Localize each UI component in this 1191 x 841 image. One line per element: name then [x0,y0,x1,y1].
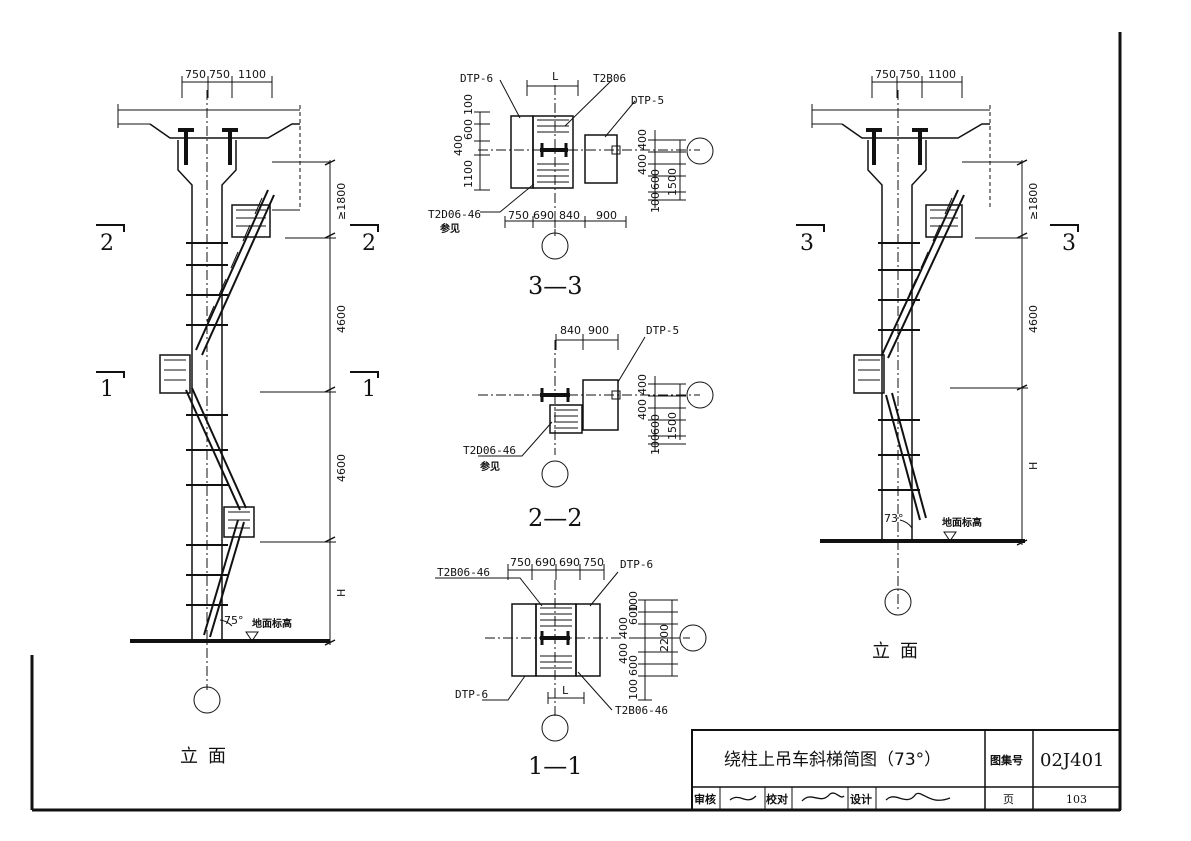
s33-bottom-dim-1: 750 [508,209,529,222]
s11-t2b06-top-label: T2B06-46 [437,566,490,579]
s11-top-dim-4: 750 [583,556,604,569]
section-1-1-text: 750 690 690 750 DTP-6 T2B06-46 DTP-6 L T… [437,556,671,780]
left-height-dim-2: 4600 [335,305,348,333]
s22-t2d06-label: T2D06-46 [463,444,516,457]
right-elevation-caption: 立面 [872,641,928,662]
section-mark-1-right: 1 [362,377,376,402]
check-label: 校对 [766,792,788,806]
s11-right-dim-2: 600 [627,604,640,625]
atlas-no: 02J401 [1040,750,1104,771]
s11-top-dim-3: 690 [559,556,580,569]
right-angle-label: 73° [884,512,904,525]
page-no: 103 [1066,793,1087,806]
s22-top-dim-2: 900 [588,324,609,337]
s11-top-dim-1: 750 [510,556,531,569]
sheet-title: 绕柱上吊车斜梯简图（73°） [724,750,941,770]
s33-left-dim-3: 400 [452,135,465,156]
left-height-dim-1: ≥1800 [335,183,348,220]
s11-top-dim-2: 690 [535,556,556,569]
s33-left-dim-1: 100 [462,94,475,115]
s33-left-dim-4: 1100 [462,160,475,188]
right-height-dim-3: H [1027,462,1040,470]
left-angle-label: 75° [224,614,244,627]
left-elevation [96,76,379,714]
s33-bottom-dim-2: 690 [533,209,554,222]
right-height-dim-2: 4600 [1027,305,1040,333]
s22-right-dim-5: 1500 [666,412,679,440]
s11-right-dim-1: 100 [627,591,640,612]
s22-ref-label: 参见 [480,460,500,473]
review-label: 审核 [694,792,716,806]
s11-l-label: L [562,684,569,697]
s33-dtp6-label: DTP-6 [460,72,493,85]
right-height-dim-1: ≥1800 [1027,183,1040,220]
atlas-no-label: 图集号 [990,753,1023,767]
left-elevation-caption: 立面 [180,746,236,767]
title-block-text: 绕柱上吊车斜梯简图（73°） 图集号 02J401 审核 校对 设计 页 103 [694,750,1104,806]
left-ground-label: 地面标高 [252,617,292,630]
left-top-dim-3: 1100 [238,68,266,81]
section-1-1 [435,564,707,742]
right-elevation [796,76,1079,616]
s22-dtp5-label: DTP-5 [646,324,679,337]
right-top-dim-1: 750 [875,68,896,81]
sheet-frame [30,32,1122,812]
s33-t2d06-label: T2D06-46 [428,208,481,221]
section-mark-2-right: 2 [362,231,376,256]
right-ground-label: 地面标高 [942,516,982,529]
s11-right-dim-3: 400 [617,617,630,638]
section-3-3-text: DTP-6 L T2B06 DTP-5 T2D06-46 参见 750 690 … [428,70,679,300]
right-top-dim-2: 750 [899,68,920,81]
s33-t2b06-label: T2B06 [593,72,626,85]
s33-bottom-dim-4: 900 [596,209,617,222]
s33-right-dim-5: 1500 [666,168,679,196]
s33-bottom-dim-3: 840 [559,209,580,222]
left-top-dim-1: 750 [185,68,206,81]
title-block [691,729,1121,811]
s33-right-dim-2: 400 [636,154,649,175]
s22-right-dim-2: 400 [636,399,649,420]
s33-right-dim-3: 600 [649,169,662,190]
s11-right-dim-5: 600 [627,655,640,676]
s33-ref-label: 参见 [440,222,460,235]
section-mark-3-right: 3 [1062,231,1076,256]
s33-left-dim-2: 600 [462,119,475,140]
left-elevation-text: 750 750 1100 ≥1800 4600 4600 H 2 2 1 1 7… [100,68,376,767]
s22-top-dim-1: 840 [560,324,581,337]
section-mark-1-left: 1 [100,377,114,402]
s11-right-dim-6: 100 [627,679,640,700]
s33-l-label: L [552,70,559,83]
right-top-dim-3: 1100 [928,68,956,81]
left-height-dim-3: 4600 [335,454,348,482]
right-elevation-text: 750 750 1100 ≥1800 4600 H 3 3 73° 地面标高 立… [800,68,1076,662]
s11-right-dim-4: 400 [617,643,630,664]
design-label: 设计 [850,792,872,806]
left-top-dim-2: 750 [209,68,230,81]
section-3-3-caption: 3—3 [528,272,583,300]
s33-dtp5-label: DTP-5 [631,94,664,107]
s33-right-dim-1: 400 [636,129,649,150]
page-label: 页 [1003,793,1014,806]
section-mark-2-left: 2 [100,231,114,256]
s22-right-dim-3: 600 [649,414,662,435]
s22-right-dim-4: 100 [649,434,662,455]
s11-dtp6-bottom-label: DTP-6 [455,688,488,701]
s33-right-dim-4: 100 [649,192,662,213]
section-mark-3-left: 3 [800,231,814,256]
section-1-1-caption: 1—1 [528,752,583,780]
s11-t2b06-bottom-label: T2B06-46 [615,704,668,717]
s11-right-dim-7: 2200 [658,624,671,652]
section-2-2-caption: 2—2 [528,504,583,532]
section-2-2-text: 840 900 DTP-5 T2D06-46 参见 400 400 600 10… [463,324,679,532]
section-3-3 [474,79,714,260]
s22-right-dim-1: 400 [636,374,649,395]
s11-dtp6-top-label: DTP-6 [620,558,653,571]
left-height-dim-4: H [335,589,348,597]
section-2-2 [478,334,714,488]
